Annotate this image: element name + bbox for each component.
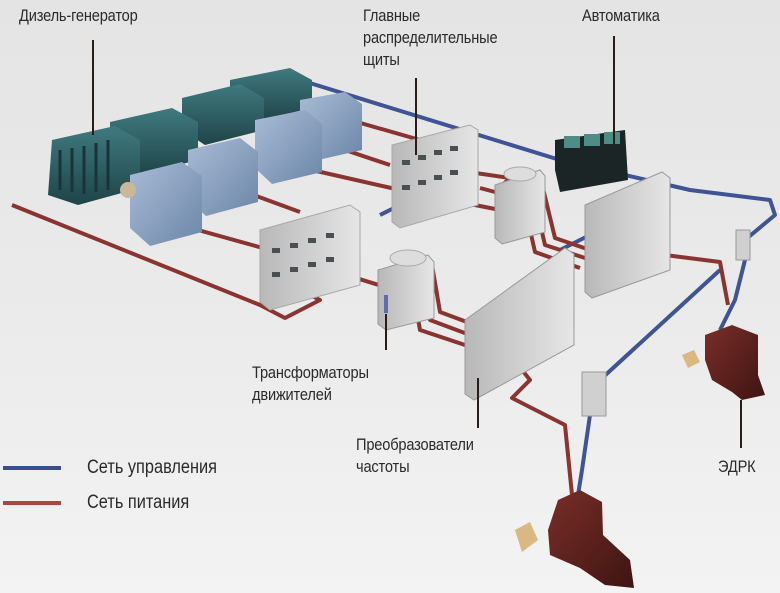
propulsion-transformer-lower (377, 249, 435, 331)
label-automation: Автоматика (582, 5, 660, 27)
control-cable-main (299, 78, 777, 242)
control-cable-azipod-left (576, 414, 592, 496)
label-azipod: ЭДРК (718, 456, 756, 478)
label-main-switchboards: Главные распределительные щиты (363, 5, 498, 71)
monitor-screen (604, 132, 620, 144)
legend-item-power: Сеть питания (3, 492, 206, 514)
legend-item-control: Сеть управления (3, 457, 238, 479)
monitor-screen (564, 136, 580, 148)
power-cable-tr1-to-conv-c (430, 264, 476, 327)
label-frequency-converters: Преобразователи частоты (356, 434, 474, 478)
label-text: щиты (363, 50, 400, 69)
azipod-right (682, 325, 765, 400)
legend-swatch-control (3, 466, 61, 470)
legend-label: Сеть управления (87, 457, 218, 478)
legend-label: Сеть питания (87, 492, 190, 513)
propulsion-transformer-upper (494, 166, 546, 245)
diesel-generator-3 (182, 84, 322, 184)
switchboard-windows (402, 146, 458, 190)
automation-console (555, 130, 628, 192)
legend-swatch-power (3, 501, 61, 505)
local-control-panel-right (735, 229, 751, 261)
frequency-converter-lower (464, 247, 575, 401)
label-text: Преобразователи (356, 435, 474, 454)
engine-cylinders (58, 140, 110, 194)
label-text: ЭДРК (718, 457, 756, 476)
label-text: Трансформаторы (252, 363, 369, 382)
switchboard-windows (272, 233, 334, 277)
power-cable-conv-to-azipod-left (508, 353, 574, 496)
control-cable-azipod-right (718, 259, 747, 331)
label-diesel-generator: Дизель-генератор (19, 5, 138, 27)
azipod-left (515, 490, 634, 588)
control-cable-to-aft-panel (598, 268, 722, 382)
label-text: Дизель-генератор (19, 6, 138, 25)
main-switchboard-lower (259, 204, 361, 311)
diesel-generator-1 (48, 126, 202, 246)
diesel-generators (48, 68, 362, 246)
label-text: Автоматика (582, 6, 660, 25)
propeller-icon (515, 522, 538, 552)
label-text: движителей (252, 385, 332, 404)
label-text: частоты (356, 457, 410, 476)
label-propulsion-transformers: Трансформаторы движителей (252, 362, 369, 406)
diesel-generator-2 (110, 108, 258, 216)
local-control-panel-left (581, 371, 607, 417)
label-text: распределительные (363, 28, 498, 47)
monitor-screen (584, 134, 600, 146)
leader-lines (92, 36, 742, 448)
power-cable-gen4b (344, 148, 391, 167)
main-switchboard-upper (391, 124, 479, 229)
propeller-icon (682, 350, 700, 368)
label-text: Главные (363, 6, 421, 25)
frequency-converter-upper (584, 171, 671, 299)
